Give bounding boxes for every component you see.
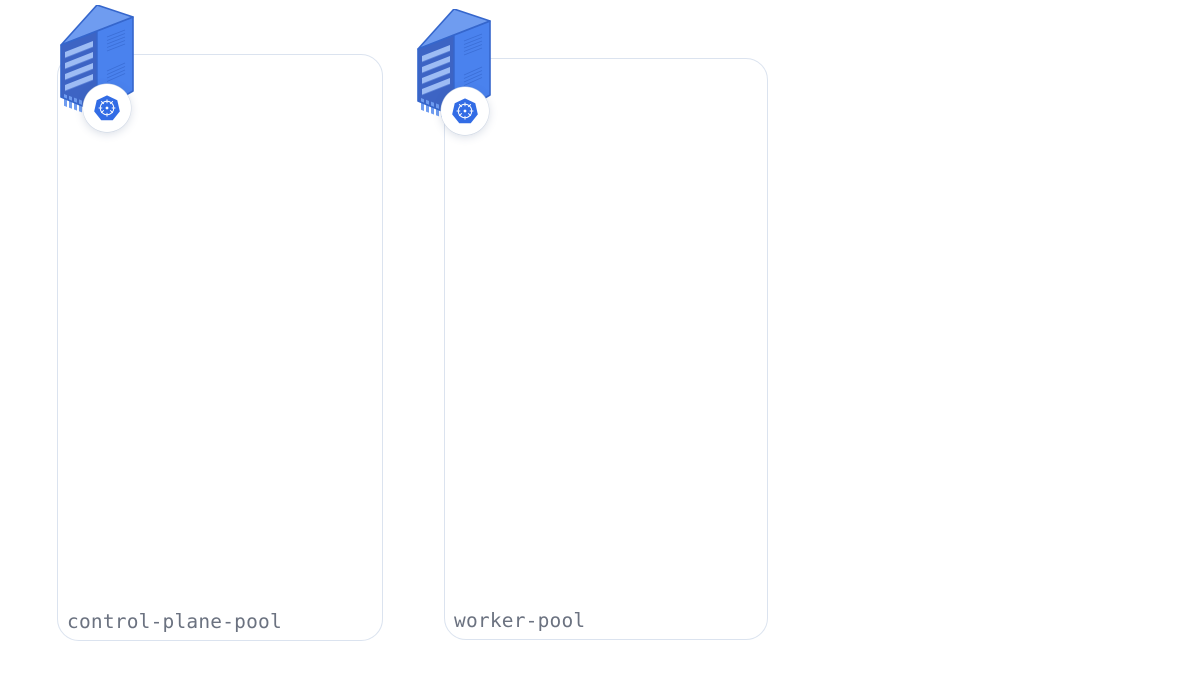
kubernetes-icon [452,98,478,124]
node-pool-card-control-plane-pool[interactable]: control-plane-pool [57,54,383,641]
kubernetes-badge [83,84,131,132]
node-pool-label: control-plane-pool [67,609,282,633]
kubernetes-icon [94,95,120,121]
node-pool-label: worker-pool [454,608,586,632]
node-pool-card-worker-pool[interactable]: worker-pool [444,58,768,640]
kubernetes-badge [441,87,489,135]
